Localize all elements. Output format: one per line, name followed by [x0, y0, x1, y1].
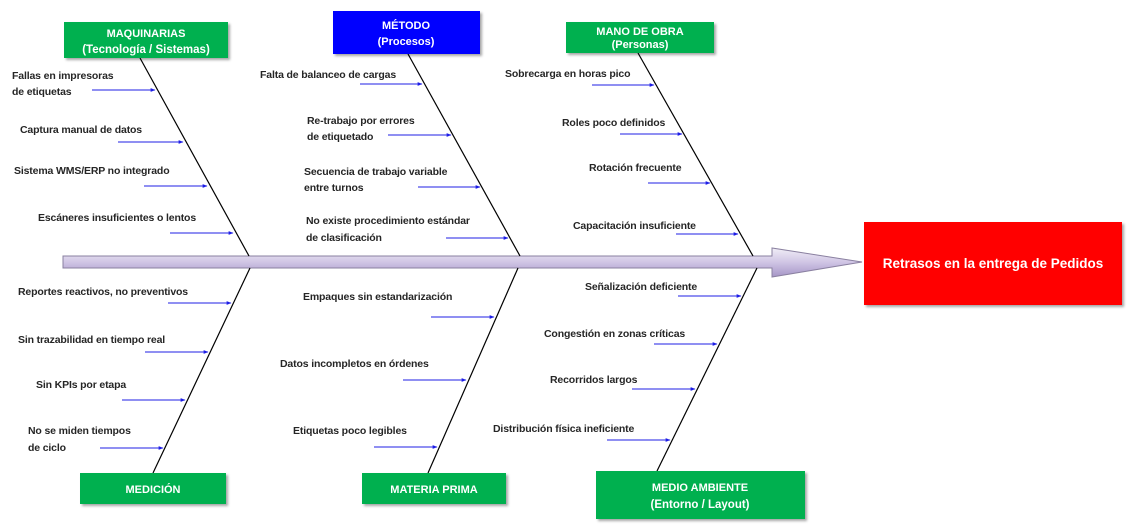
cause-label: de etiquetado	[307, 131, 373, 143]
cause-item: Secuencia de trabajo variable entre turn…	[304, 166, 481, 194]
cause-label: Etiquetas poco legibles	[293, 425, 407, 437]
cause-item: Empaques sin estandarización	[303, 291, 495, 319]
cause-item: Captura manual de datos	[20, 124, 184, 144]
category-medicion: MEDICIÓN Reportes reactivos, no preventi…	[18, 286, 232, 504]
cause-label: Recorridos largos	[550, 374, 638, 386]
cause-label: Empaques sin estandarización	[303, 291, 452, 303]
category-subtitle: (Procesos)	[378, 36, 435, 48]
cause-item: Escáneres insuficientes o lentos	[38, 212, 234, 235]
cause-label: de etiquetas	[12, 86, 72, 98]
bone-maquinarias	[139, 57, 250, 257]
cause-label: Señalización deficiente	[585, 281, 697, 293]
category-title: MEDIO AMBIENTE	[652, 482, 748, 494]
cause-label: de clasificación	[306, 232, 382, 244]
category-box	[80, 473, 226, 504]
cause-item: Roles poco definidos	[562, 117, 683, 136]
cause-item: Capacitación insuficiente	[573, 220, 739, 236]
category-materia-prima: MATERIA PRIMA Empaques sin estandarizaci…	[280, 291, 506, 504]
cause-label: No se miden tiempos	[28, 425, 131, 437]
cause-item: Reportes reactivos, no preventivos	[18, 286, 232, 305]
category-metodo: MÉTODO (Procesos) Falta de balanceo de c…	[260, 11, 509, 244]
cause-item: Sobrecarga en horas pico	[505, 68, 655, 87]
cause-label: No existe procedimiento estándar	[306, 215, 470, 227]
cause-item: Señalización deficiente	[585, 281, 742, 298]
cause-label: Capacitación insuficiente	[573, 220, 696, 232]
category-maquinarias: MAQUINARIAS (Tecnología / Sistemas) Fall…	[12, 22, 234, 235]
cause-label: Reportes reactivos, no preventivos	[18, 286, 188, 298]
category-mano-de-obra: MANO DE OBRA (Personas) Sobrecarga en ho…	[505, 22, 739, 236]
category-subtitle: (Personas)	[612, 39, 669, 51]
bone-medio-ambiente	[656, 267, 758, 472]
cause-label: Falta de balanceo de cargas	[260, 69, 396, 81]
cause-label: Escáneres insuficientes o lentos	[38, 212, 196, 224]
bone-mano-de-obra	[637, 52, 754, 257]
category-box	[362, 473, 506, 504]
cause-item: Fallas en impresoras de etiquetas	[12, 70, 156, 98]
bone-metodo	[407, 53, 521, 257]
category-title: MEDICIÓN	[126, 483, 181, 496]
cause-label: Sin trazabilidad en tiempo real	[18, 334, 165, 346]
main-spine-arrow	[62, 247, 863, 278]
category-box	[566, 22, 714, 53]
cause-label: Sin KPIs por etapa	[36, 379, 126, 391]
cause-label: Rotación frecuente	[589, 162, 682, 174]
cause-label: Sobrecarga en horas pico	[505, 68, 630, 80]
cause-label: Congestión en zonas críticas	[544, 328, 685, 340]
category-box	[64, 22, 228, 58]
category-medio-ambiente: MEDIO AMBIENTE (Entorno / Layout) Señali…	[493, 281, 805, 519]
bone-medicion	[152, 267, 251, 474]
category-title: MÉTODO	[382, 19, 431, 32]
effect-box: Retrasos en la entrega de Pedidos	[864, 222, 1122, 305]
cause-item: Sin KPIs por etapa	[36, 379, 186, 402]
cause-item: Datos incompletos en órdenes	[280, 358, 467, 382]
cause-item: Falta de balanceo de cargas	[260, 69, 423, 86]
cause-label: Fallas en impresoras	[12, 70, 114, 82]
cause-label: Distribución física ineficiente	[493, 423, 635, 435]
cause-label: Captura manual de datos	[20, 124, 142, 136]
cause-item: Sistema WMS/ERP no integrado	[14, 165, 208, 188]
cause-item: Re-trabajo por errores de etiquetado	[307, 115, 452, 143]
cause-label: Sistema WMS/ERP no integrado	[14, 165, 169, 177]
category-box	[596, 471, 805, 519]
cause-item: No se miden tiempos de ciclo	[28, 425, 164, 454]
effect-box-bg	[864, 222, 1122, 305]
cause-item: Congestión en zonas críticas	[544, 328, 718, 346]
category-box	[333, 11, 480, 54]
cause-label: entre turnos	[304, 182, 364, 194]
cause-label: Secuencia de trabajo variable	[304, 166, 448, 178]
cause-label: Datos incompletos en órdenes	[280, 358, 429, 370]
cause-item: Recorridos largos	[550, 374, 696, 391]
cause-label: Roles poco definidos	[562, 117, 665, 129]
category-subtitle: (Tecnología / Sistemas)	[82, 44, 210, 56]
category-title: MAQUINARIAS	[107, 28, 186, 40]
category-subtitle: (Entorno / Layout)	[650, 499, 749, 511]
cause-label: Re-trabajo por errores	[307, 115, 415, 127]
cause-item: Rotación frecuente	[589, 162, 711, 185]
category-title: MANO DE OBRA	[596, 26, 683, 38]
cause-item: Distribución física ineficiente	[493, 423, 671, 442]
cause-label: de ciclo	[28, 442, 66, 454]
cause-item: No existe procedimiento estándar de clas…	[306, 215, 509, 244]
cause-item: Sin trazabilidad en tiempo real	[18, 334, 209, 354]
category-title: MATERIA PRIMA	[390, 484, 477, 496]
cause-item: Etiquetas poco legibles	[293, 425, 438, 449]
effect-label: Retrasos en la entrega de Pedidos	[883, 256, 1104, 271]
bone-materia-prima	[427, 267, 519, 474]
